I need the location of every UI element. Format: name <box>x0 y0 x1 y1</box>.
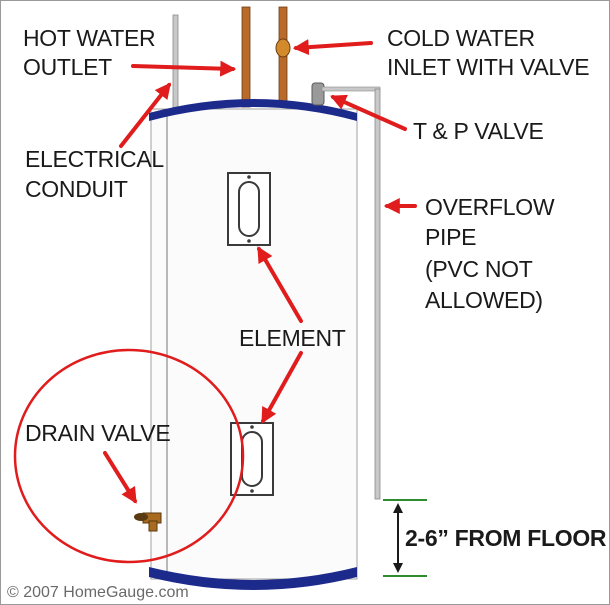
label-cold-water-1: COLD WATER <box>387 25 535 51</box>
cold-water-pipe <box>275 6 291 108</box>
label-overflow-1: OVERFLOW <box>425 194 555 220</box>
label-hot-water-2: OUTLET <box>23 54 112 80</box>
label-overflow-3: (PVC NOT <box>425 256 533 282</box>
arrow-electrical <box>119 82 171 148</box>
arrow-drain <box>103 451 137 504</box>
label-cold-water-2: INLET WITH VALVE <box>387 54 589 80</box>
arrow-tp-valve <box>330 94 407 131</box>
label-element: ELEMENT <box>239 325 346 351</box>
arrow-hot-water <box>131 60 237 77</box>
electrical-conduit <box>172 14 179 114</box>
arrow-cold-water <box>292 39 373 56</box>
lower-element <box>230 422 274 496</box>
label-tp-valve: T & P VALVE <box>413 118 544 144</box>
hot-water-pipe <box>241 6 251 108</box>
arrow-element-lower <box>261 351 303 424</box>
tp-valve <box>311 82 381 106</box>
floor-height-marker <box>383 499 427 577</box>
label-electrical-2: CONDUIT <box>25 176 128 202</box>
upper-element <box>227 172 271 246</box>
label-floor-height: 2-6” FROM FLOOR <box>405 525 607 551</box>
label-electrical-1: ELECTRICAL <box>25 146 164 172</box>
overflow-pipe <box>374 88 381 500</box>
label-overflow-2: PIPE <box>425 224 476 250</box>
label-overflow-4: ALLOWED) <box>425 287 543 313</box>
tank-body <box>149 99 358 590</box>
label-hot-water-1: HOT WATER <box>23 25 155 51</box>
arrow-element-upper <box>257 246 303 323</box>
copyright-text: © 2007 HomeGauge.com <box>7 584 189 601</box>
drain-valve <box>134 512 162 532</box>
drain-highlight-circle <box>13 348 245 564</box>
label-drain-valve: DRAIN VALVE <box>25 420 170 446</box>
arrows <box>103 39 417 504</box>
